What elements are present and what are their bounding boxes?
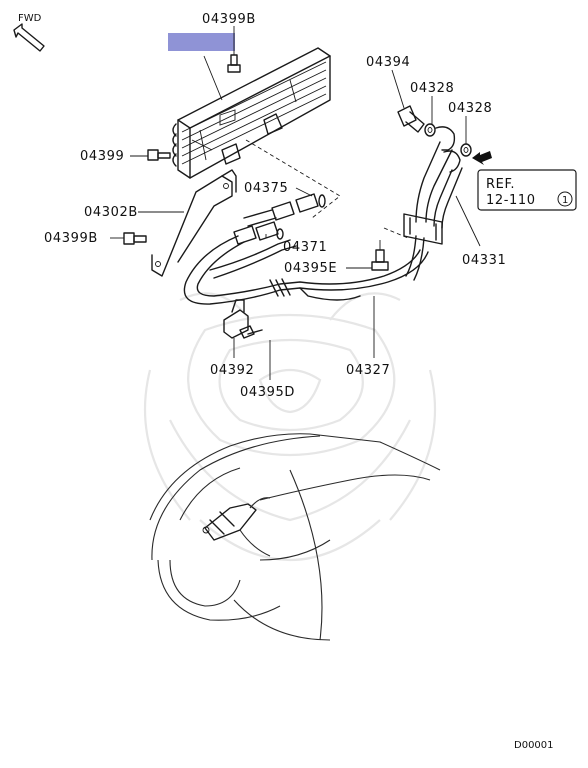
label-04371: 04371 bbox=[283, 240, 327, 255]
label-04394: 04394 bbox=[366, 55, 410, 70]
ref-line1: REF. bbox=[486, 177, 515, 192]
highlight-marker bbox=[168, 33, 235, 51]
bolt-04395D bbox=[239, 325, 263, 339]
bolt-04399 bbox=[147, 149, 171, 161]
label-04392: 04392 bbox=[210, 363, 254, 378]
label-04395E: 04395E bbox=[284, 261, 337, 276]
label-04399: 04399 bbox=[80, 149, 124, 164]
bolt-04394 bbox=[397, 105, 425, 133]
washer-04328-a bbox=[424, 123, 436, 137]
hose-04327 bbox=[183, 235, 429, 305]
fwd-arrow-icon bbox=[13, 23, 45, 52]
ref-line2: 12-110 bbox=[486, 193, 536, 208]
ref-box bbox=[477, 169, 577, 211]
watermark-emblem bbox=[143, 292, 437, 561]
label-04328-a: 04328 bbox=[410, 81, 454, 96]
leader-lines bbox=[110, 26, 481, 380]
fitting-04371 bbox=[233, 221, 284, 245]
ref-arrow-icon bbox=[472, 151, 492, 165]
bolt-04395E bbox=[371, 240, 389, 271]
bolt-04399B-left bbox=[123, 232, 147, 245]
pipe-04331 bbox=[403, 126, 463, 281]
ref-circle-number: 1 bbox=[562, 195, 568, 206]
label-04328-b: 04328 bbox=[448, 101, 492, 116]
label-04399B-left: 04399B bbox=[44, 231, 98, 246]
label-04399B-top: 04399B bbox=[202, 12, 256, 27]
label-04302B: 04302B bbox=[84, 205, 138, 220]
washer-04328-b bbox=[460, 143, 472, 157]
vehicle-outline bbox=[149, 433, 441, 641]
oil-cooler bbox=[172, 47, 331, 179]
fitting-04375 bbox=[243, 193, 326, 227]
label-04327: 04327 bbox=[346, 363, 390, 378]
ref-circle bbox=[557, 191, 573, 207]
label-04375: 04375 bbox=[244, 181, 288, 196]
label-04331: 04331 bbox=[462, 253, 506, 268]
clamp-04392 bbox=[223, 299, 249, 339]
bolt-04399B-top bbox=[227, 54, 241, 73]
fwd-label: FWD bbox=[18, 13, 42, 24]
label-04395D: 04395D bbox=[240, 385, 295, 400]
bracket-04302B bbox=[151, 169, 237, 277]
diagram-code: D00001 bbox=[514, 740, 554, 751]
